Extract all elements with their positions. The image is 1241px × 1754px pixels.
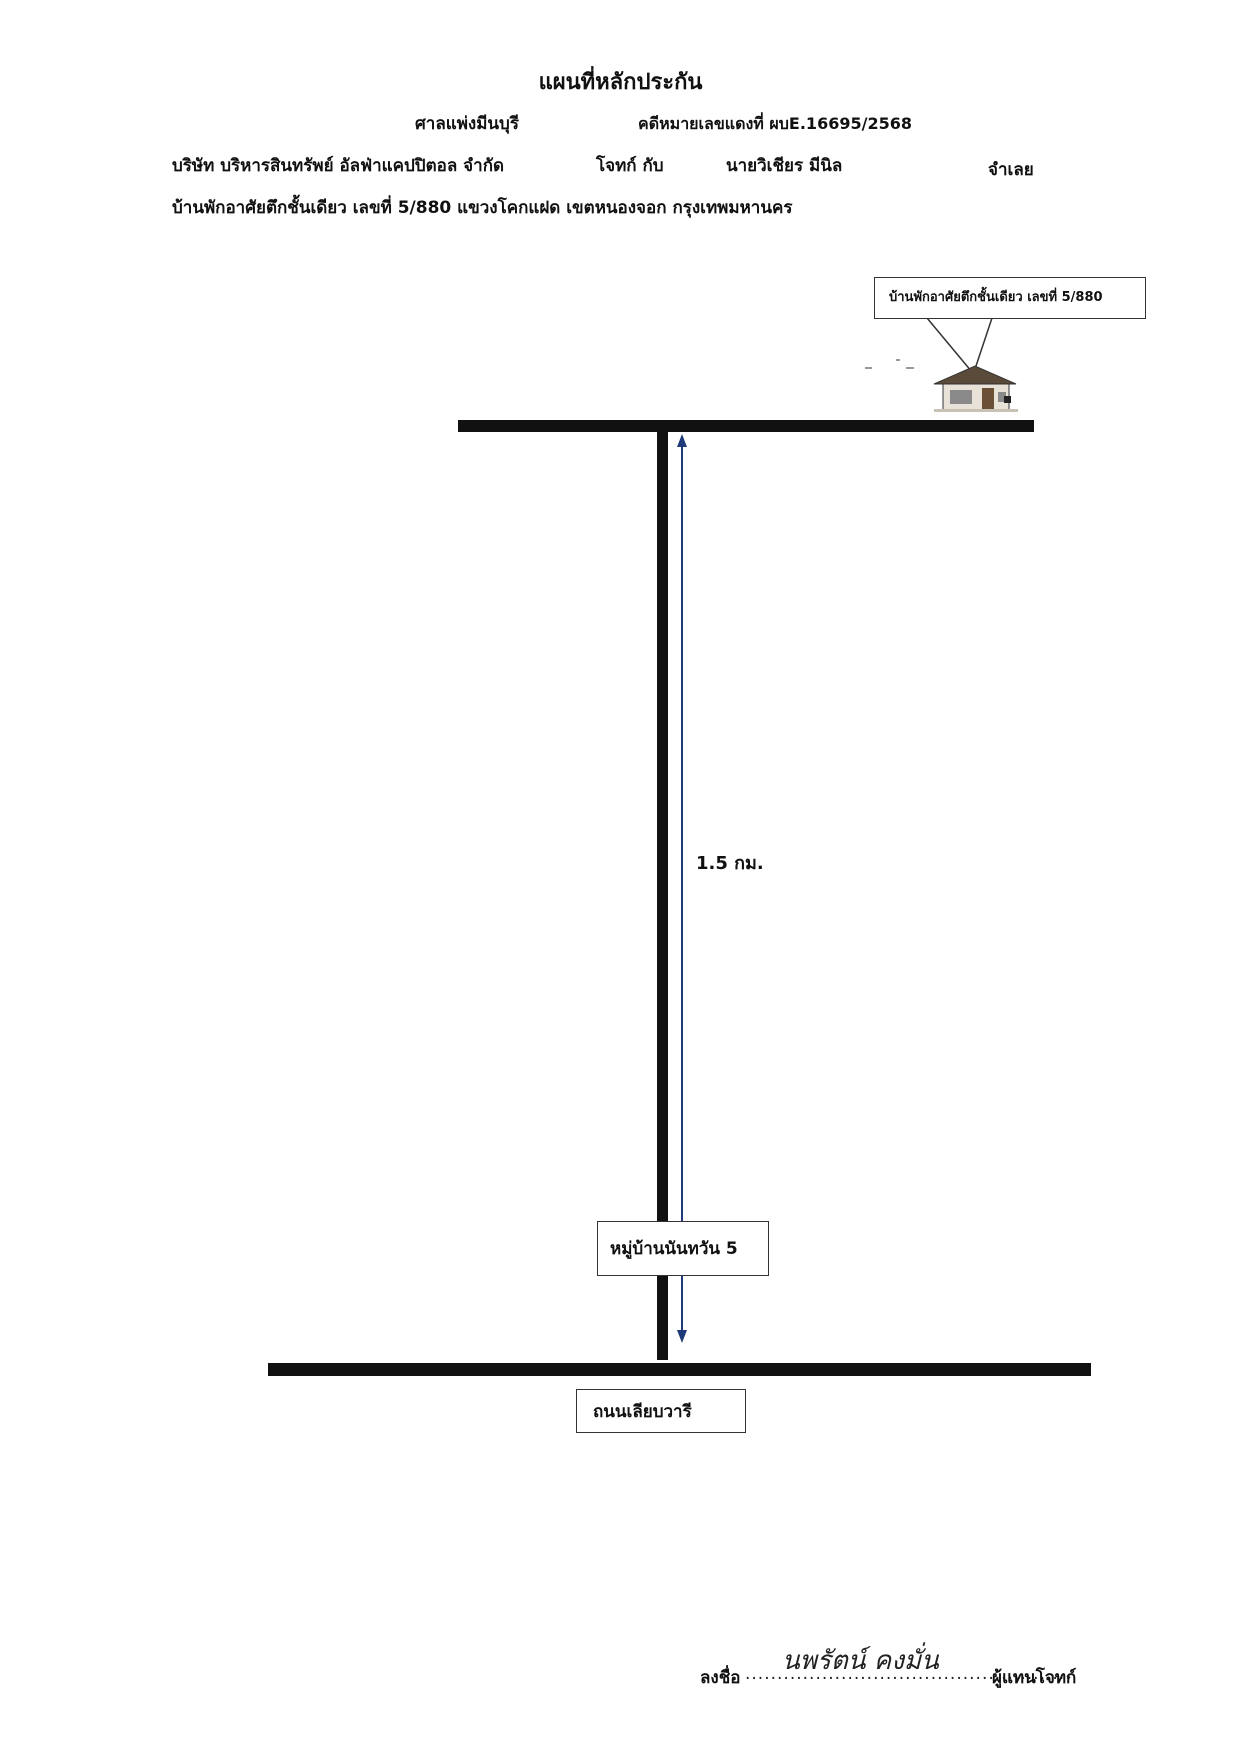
case-number: คดีหมายเลขแดงที่ ผบE.16695/2568 [638, 114, 912, 133]
road-bottom [268, 1363, 1091, 1376]
road-top [458, 420, 1034, 432]
defendant-name: นายวิเชียร มีนิล [726, 156, 843, 176]
signature-role: ผู้แทนโจทก์ [992, 1668, 1077, 1688]
plaintiff-role: โจทก์ กับ [596, 156, 664, 176]
road-main [657, 430, 668, 1360]
document-title: แผนที่หลักประกัน [538, 70, 703, 95]
distance-label: 1.5 กม. [696, 853, 764, 874]
court-name: ศาลแพ่งมีนบุรี [415, 114, 519, 134]
callout-pointer-right [973, 317, 993, 373]
signature-label: ลงชื่อ [700, 1668, 741, 1688]
house-icon [933, 365, 1018, 412]
property-address: บ้านพักอาศัยตึกชั้นเดียว เลขที่ 5/880 แข… [172, 198, 793, 218]
house-callout: บ้านพักอาศัยตึกชั้นเดียว เลขที่ 5/880 [874, 277, 1146, 319]
defendant-role: จำเลย [988, 160, 1034, 180]
callout-pointer-left [926, 317, 973, 373]
handwritten-signature: นพรัตน์ คงมั่น [782, 1646, 939, 1676]
plaintiff-name: บริษัท บริหารสินทรัพย์ อัลฟ่าแคปปิตอล จำ… [172, 156, 505, 176]
distance-arrow [677, 434, 687, 1343]
road-label: ถนนเลียบวารี [576, 1389, 746, 1433]
signature-line: ........................................… [745, 1664, 1072, 1684]
village-label: หมู่บ้านนันทวัน 5 [597, 1221, 769, 1276]
